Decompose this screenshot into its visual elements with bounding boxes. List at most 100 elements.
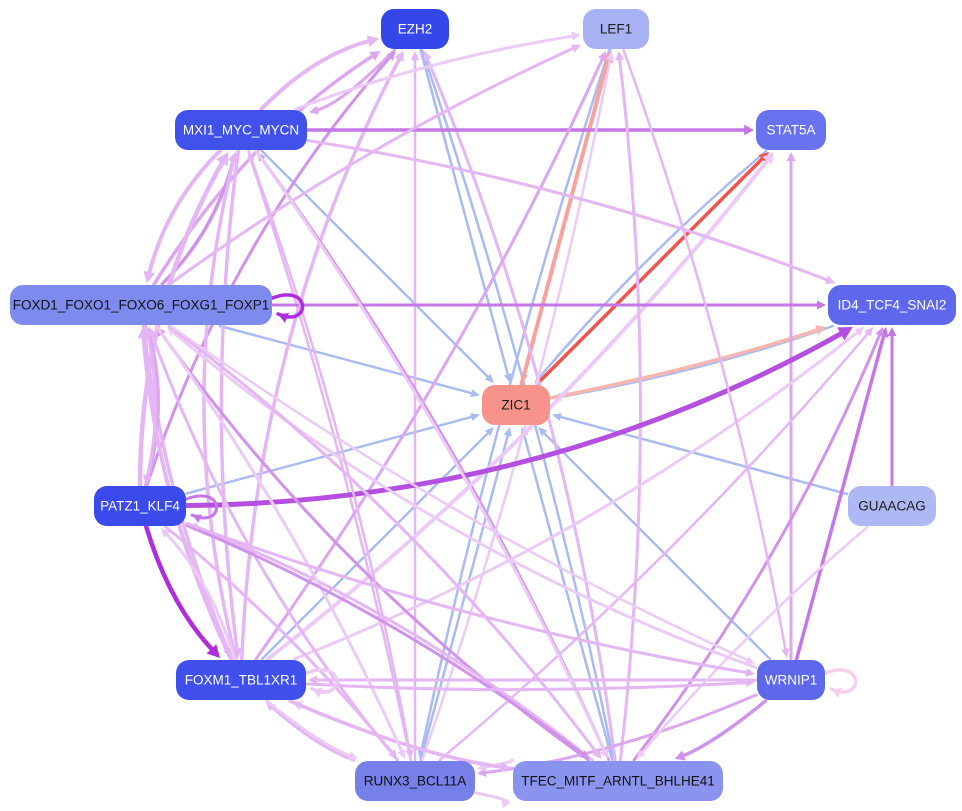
node-STAT5A-shape[interactable] [756, 110, 826, 150]
node-RUNX3_BCL11A-shape[interactable] [355, 761, 475, 801]
edge-FOXD1_FOXO1_FOXO6_FOXG1_FOXP1-to-RUNX3_BCL11A [154, 324, 406, 759]
node-ID4_TCF4_SNAI2-shape[interactable] [828, 285, 956, 325]
edge-RUNX3_BCL11A-to-ID4_TCF4_SNAI2-arrowhead [864, 327, 874, 337]
edge-FOXM1_TBL1XR1-to-RUNX3_BCL11A-arrowhead [347, 751, 358, 760]
node-EZH2-shape[interactable] [381, 9, 449, 49]
edge-WRNIP1-to-TFEC_MITF_ARNTL_BHLHE41 [674, 699, 768, 761]
node-ID4_TCF4_SNAI2[interactable]: ID4_TCF4_SNAI2 [828, 285, 956, 325]
node-MXI1_MYC_MYCN-shape[interactable] [175, 110, 307, 150]
edge-FOXM1_TBL1XR1-to-FOXM1_TBL1XR1-line [302, 668, 339, 694]
edge-FOXM1_TBL1XR1-to-PATZ1_KLF4 [160, 528, 237, 661]
edge-ZIC1-to-LEF1 [519, 51, 614, 386]
edge-FOXM1_TBL1XR1-to-WRNIP1 [305, 678, 755, 692]
edge-LEF1-to-WRNIP1-arrowhead [781, 648, 790, 658]
edge-RUNX3_BCL11A-to-ID4_TCF4_SNAI2-line [438, 330, 871, 762]
edge-PATZ1_KLF4-to-ID4_TCF4_SNAI2 [184, 327, 853, 509]
edge-PATZ1_KLF4-to-PATZ1_KLF4-arrowhead [192, 514, 203, 523]
edge-TFEC_MITF_ARNTL_BHLHE41-to-LEF1-line [617, 55, 642, 762]
edge-MXI1_MYC_MYCN-to-EZH2-arrowhead [366, 35, 379, 47]
node-WRNIP1-shape[interactable] [757, 660, 825, 700]
edge-MXI1_MYC_MYCN-to-ZIC1-line [260, 149, 491, 380]
node-TFEC_MITF_ARNTL_BHLHE41-shape[interactable] [513, 761, 723, 801]
node-RUNX3_BCL11A[interactable]: RUNX3_BCL11A [355, 761, 475, 801]
edge-PATZ1_KLF4-to-TFEC_MITF_ARNTL_BHLHE41-arrowhead [579, 749, 590, 759]
node-GUAACAG[interactable]: GUAACAG [848, 486, 936, 526]
edge-TFEC_MITF_ARNTL_BHLHE41-to-MXI1_MYC_MYCN [257, 152, 610, 762]
edge-TFEC_MITF_ARNTL_BHLHE41-to-EZH2-arrowhead [423, 51, 432, 62]
node-WRNIP1[interactable]: WRNIP1 [757, 660, 825, 700]
edge-MXI1_MYC_MYCN-to-ZIC1-arrowhead [484, 373, 494, 383]
edge-MXI1_MYC_MYCN-to-LEF1-arrowhead [571, 31, 581, 41]
node-STAT5A[interactable]: STAT5A [756, 110, 826, 150]
edge-WRNIP1-to-TFEC_MITF_ARNTL_BHLHE41-line [679, 699, 768, 759]
node-MXI1_MYC_MYCN[interactable]: MXI1_MYC_MYCN [175, 110, 307, 150]
node-FOXM1_TBL1XR1[interactable]: FOXM1_TBL1XR1 [176, 660, 306, 700]
edge-PATZ1_KLF4-to-WRNIP1 [185, 521, 755, 677]
edge-FOXM1_TBL1XR1-to-EZH2-arrowhead [394, 51, 404, 63]
edge-WRNIP1-to-ZIC1-line [541, 430, 772, 661]
edge-FOXM1_TBL1XR1-to-RUNX3_BCL11A-line [265, 699, 354, 759]
edge-EZH2-to-ZIC1-arrowhead [503, 373, 512, 383]
edge-GUAACAG-to-ZIC1 [552, 413, 849, 496]
node-GUAACAG-shape[interactable] [848, 486, 936, 526]
edge-FOXM1_TBL1XR1-to-MXI1_MYC_MYCN-line [202, 156, 238, 661]
edge-GUAACAG-to-TFEC_MITF_ARNTL_BHLHE41-arrowhead [636, 749, 646, 759]
edge-ZIC1-to-STAT5A-line [535, 155, 766, 386]
edge-FOXM1_TBL1XR1-to-TFEC_MITF_ARNTL_BHLHE41-arrowhead [500, 761, 511, 773]
edge-FOXM1_TBL1XR1-to-WRNIP1-arrowhead [745, 678, 755, 688]
edge-WRNIP1-to-WRNIP1 [821, 668, 858, 698]
edge-ZIC1-to-STAT5A [535, 152, 769, 386]
edge-FOXD1_FOXO1_FOXO6_FOXG1_FOXP1-to-WRNIP1 [169, 324, 755, 664]
edge-STAT5A-to-ZIC1-line [537, 149, 768, 380]
edge-EZH2-to-ZIC1-line [419, 48, 510, 379]
node-ZIC1[interactable]: ZIC1 [482, 385, 550, 425]
edge-GUAACAG-to-ID4_TCF4_SNAI2-arrowhead [887, 327, 897, 336]
node-TFEC_MITF_ARNTL_BHLHE41[interactable]: TFEC_MITF_ARNTL_BHLHE41 [513, 761, 723, 801]
edge-PATZ1_KLF4-to-EZH2-arrowhead [386, 51, 396, 61]
edge-GUAACAG-to-TFEC_MITF_ARNTL_BHLHE41 [636, 525, 869, 759]
node-LEF1-shape[interactable] [583, 9, 649, 49]
edge-FOXD1_FOXO1_FOXO6_FOXG1_FOXP1-to-FOXD1_FOXO1_FOXO6_FOXG1_FOXP1-arrowhead [278, 313, 290, 323]
edge-PATZ1_KLF4-to-ID4_TCF4_SNAI2-line [184, 329, 847, 509]
node-EZH2[interactable]: EZH2 [381, 9, 449, 49]
edge-PATZ1_KLF4-to-WRNIP1-line [185, 521, 751, 675]
node-FOXD1_FOXO1_FOXO6_FOXG1_FOXP1-shape[interactable] [10, 285, 272, 325]
edge-FOXD1_FOXO1_FOXO6_FOXG1_FOXP1-to-TFEC_MITF_ARNTL_BHLHE41-line [167, 324, 600, 756]
edge-WRNIP1-to-TFEC_MITF_ARNTL_BHLHE41-arrowhead [674, 750, 686, 761]
node-PATZ1_KLF4-shape[interactable] [94, 486, 186, 526]
edge-FOXM1_TBL1XR1-to-RUNX3_BCL11A [265, 699, 358, 760]
edge-EZH2-to-MXI1_MYC_MYCN [309, 48, 396, 115]
edge-ZIC1-to-ID4_TCF4_SNAI2-arrowhead [815, 325, 826, 336]
edge-WRNIP1-to-ZIC1 [538, 427, 772, 661]
edge-MXI1_MYC_MYCN-to-FOXD1_FOXO1_FOXO6_FOXG1_FOXP1-arrowhead [143, 270, 156, 283]
edge-FOXD1_FOXO1_FOXO6_FOXG1_FOXP1-to-TFEC_MITF_ARNTL_BHLHE41 [167, 324, 602, 759]
node-LEF1[interactable]: LEF1 [583, 9, 649, 49]
edge-WRNIP1-to-STAT5A [786, 152, 796, 661]
node-ZIC1-shape[interactable] [482, 385, 550, 425]
edge-RUNX3_BCL11A-to-TFEC_MITF_ARNTL_BHLHE41-arrowhead [501, 799, 511, 809]
edge-FOXD1_FOXO1_FOXO6_FOXG1_FOXP1-to-PATZ1_KLF4-arrowhead [143, 474, 152, 484]
edge-PATZ1_KLF4-to-EZH2 [145, 51, 396, 487]
edge-PATZ1_KLF4-to-RUNX3_BCL11A [164, 525, 398, 759]
edge-RUNX3_BCL11A-to-ZIC1-arrowhead [503, 427, 512, 437]
edge-FOXD1_FOXO1_FOXO6_FOXG1_FOXP1-to-EZH2-arrowhead [369, 51, 381, 61]
edge-PATZ1_KLF4-to-RUNX3_BCL11A-arrowhead [387, 749, 398, 759]
node-FOXM1_TBL1XR1-shape[interactable] [176, 660, 306, 700]
edge-TFEC_MITF_ARNTL_BHLHE41-to-ID4_TCF4_SNAI2-line [632, 331, 882, 762]
edge-PATZ1_KLF4-to-MXI1_MYC_MYCN-arrowhead [216, 152, 229, 167]
edge-MXI1_MYC_MYCN-to-RUNX3_BCL11A-arrowhead [405, 749, 414, 759]
edge-WRNIP1-to-STAT5A-arrowhead [786, 152, 796, 161]
edge-MXI1_MYC_MYCN-to-ZIC1 [260, 149, 494, 383]
edge-GUAACAG-to-ZIC1-arrowhead [552, 413, 562, 421]
edge-FOXM1_TBL1XR1-to-ID4_TCF4_SNAI2-arrowhead [854, 327, 865, 337]
edge-FOXD1_FOXO1_FOXO6_FOXG1_FOXP1-to-ID4_TCF4_SNAI2-arrowhead [817, 300, 826, 310]
edge-TFEC_MITF_ARNTL_BHLHE41-to-ID4_TCF4_SNAI2-arrowhead [875, 327, 884, 338]
edge-MXI1_MYC_MYCN-to-EZH2 [259, 35, 379, 111]
node-PATZ1_KLF4[interactable]: PATZ1_KLF4 [94, 486, 186, 526]
edge-PATZ1_KLF4-to-FOXM1_TBL1XR1-arrowhead [206, 644, 221, 658]
edge-EZH2-to-MXI1_MYC_MYCN-line [313, 48, 396, 113]
node-FOXD1_FOXO1_FOXO6_FOXG1_FOXP1[interactable]: FOXD1_FOXO1_FOXO6_FOXG1_FOXP1 [10, 285, 272, 325]
edge-PATZ1_KLF4-to-RUNX3_BCL11A-line [164, 525, 395, 756]
